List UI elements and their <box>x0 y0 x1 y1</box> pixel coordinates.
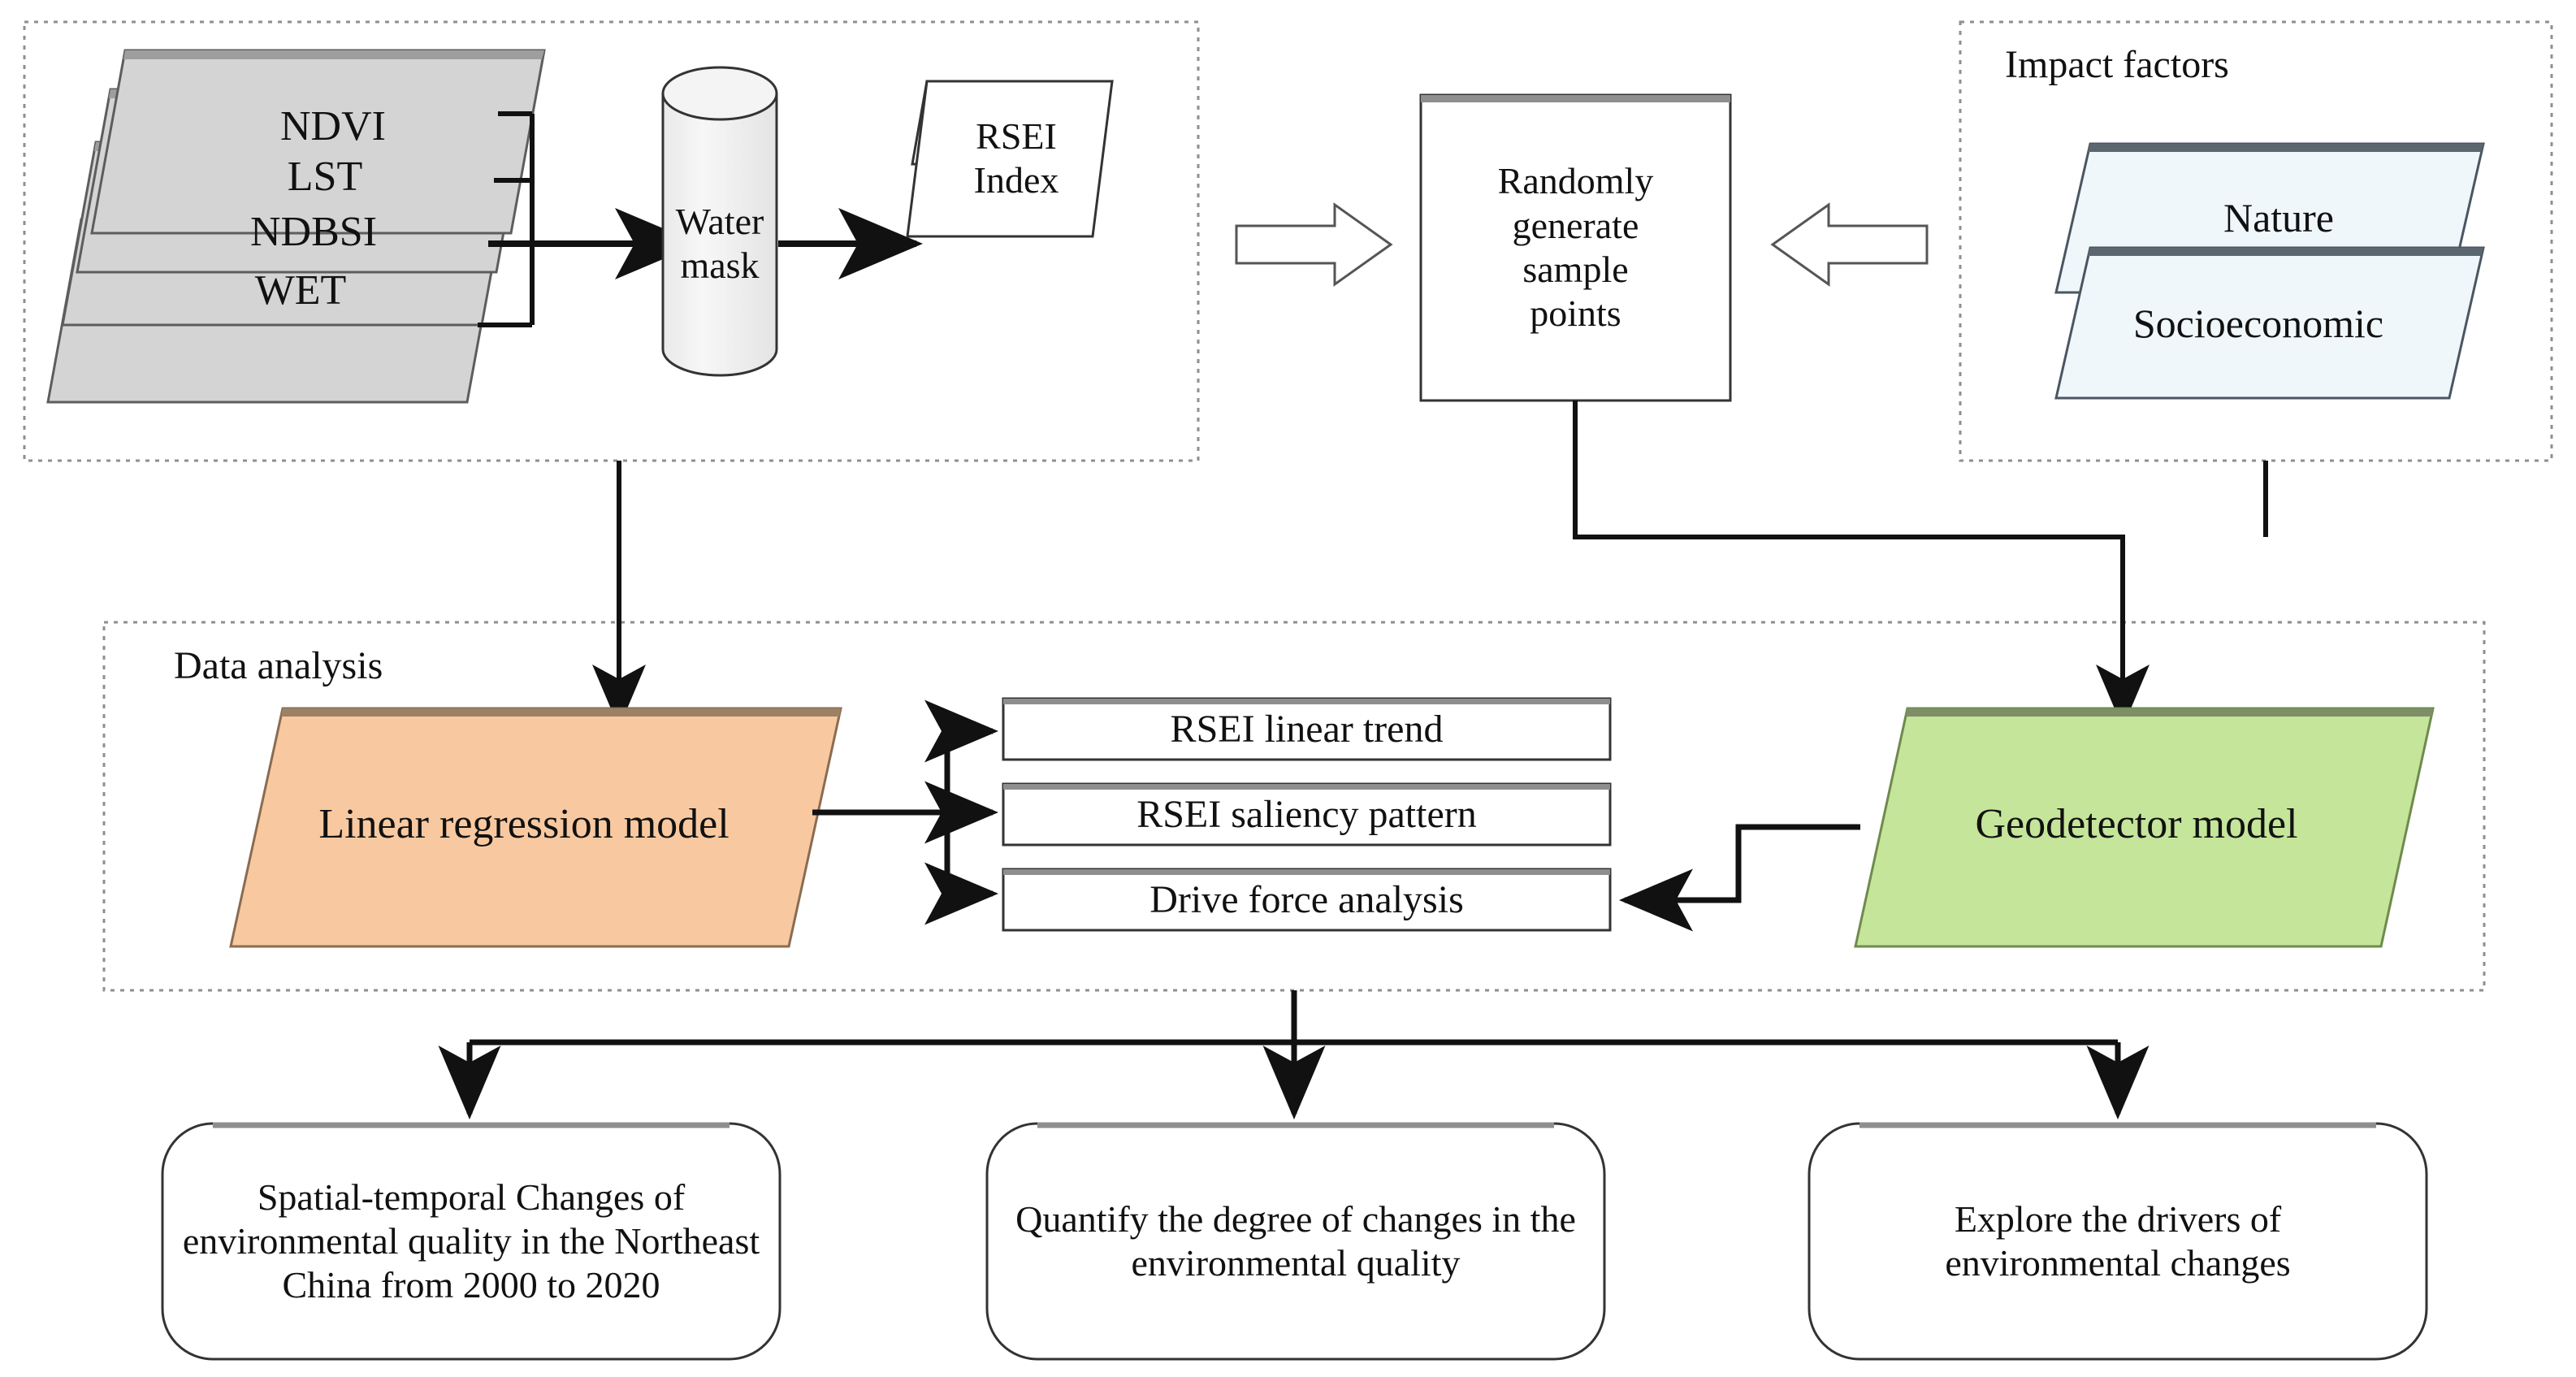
node-label-geodetector: Geodetector model <box>1975 801 2298 848</box>
group-title-data-analysis: Data analysis <box>174 643 383 687</box>
node-label-sample-points: Randomly generate sample points <box>1497 160 1654 335</box>
layer-label-lst: LST <box>287 154 363 201</box>
node-label-socioeconomic: Socioeconomic <box>2132 300 2384 346</box>
connector-analysis-to-outcomes <box>470 990 2118 1046</box>
layer-label-wet: WET <box>254 267 347 314</box>
shape-socioeconomic <box>2054 246 2485 400</box>
connector-geodetector-to-driveforce <box>1619 824 1860 932</box>
group-title-impact-factors: Impact factors <box>2005 42 2229 86</box>
hollow-arrow-left <box>1770 202 1929 287</box>
node-label-rsei-linear-trend: RSEI linear trend <box>1170 707 1444 751</box>
outcome-label-drivers: Explore the drivers of environmental cha… <box>1945 1197 2291 1284</box>
outcome-label-spatial-temporal: Spatial-temporal Changes of environmenta… <box>182 1176 769 1306</box>
shape-outcome-box-2 <box>985 1122 1606 1361</box>
connector-regression-branch <box>812 731 950 894</box>
layer-shape-ndvi <box>90 49 546 235</box>
shape-sample-points <box>1419 93 1732 402</box>
shape-geodetector-model <box>1854 707 2435 948</box>
node-label-rsei-index: RSEI Index <box>973 115 1059 201</box>
layer-label-ndvi: NDVI <box>280 103 386 150</box>
connector-samplepoints-to-geodetector <box>1573 401 2150 728</box>
node-label-nature: Nature <box>2223 194 2335 240</box>
group-box-impact-factors <box>1959 20 2553 462</box>
node-label-linear-regression: Linear regression model <box>318 801 730 848</box>
outcome-label-quantify: Quantify the degree of changes in the en… <box>1015 1197 1586 1284</box>
shape-outcome-box-1 <box>161 1122 781 1361</box>
shape-linear-regression-model <box>229 707 842 948</box>
layer-label-ndbsi: NDBSI <box>249 209 378 256</box>
shape-rsei-linear-trend-box <box>1002 697 1612 761</box>
group-box-data-sources <box>23 20 1200 462</box>
node-label-water-mask: Water mask <box>675 200 764 286</box>
shape-drive-force-box <box>1002 868 1612 932</box>
shape-rsei-saliency-box <box>1002 782 1612 847</box>
node-label-drive-force-analysis: Drive force analysis <box>1149 877 1464 921</box>
hollow-arrow-right <box>1235 202 1393 287</box>
node-label-rsei-saliency-pattern: RSEI saliency pattern <box>1136 792 1477 836</box>
shape-outcome-box-3 <box>1808 1122 2428 1361</box>
shape-water-mask-cylinder <box>661 66 778 377</box>
